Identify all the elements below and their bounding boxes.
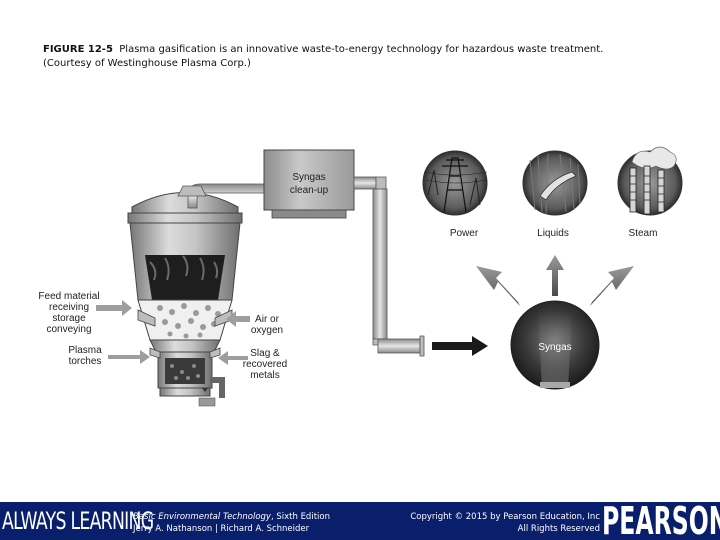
plasma-gasification-diagram: Syngas clean-up Syngas Power Liquids [38,146,683,407]
figure-number: FIGURE 12-5 [43,44,113,55]
book-title: Basic Environmental Technology [133,512,271,522]
slag-label-3: metals [250,370,279,381]
slag-label-1: Slag & [250,348,280,359]
feed-label-3: storage [52,313,86,324]
torches-label-1: Plasma [68,345,102,356]
liquids-label: Liquids [537,228,569,239]
feed-arrow [96,300,132,316]
power-arrow [476,266,520,306]
syngas-cleanup-label-1: Syngas [292,172,325,183]
steam-image: Steam [617,146,683,239]
air-arrow [226,311,250,327]
book-edition: , Sixth Edition [270,512,330,522]
steam-arrow [590,266,634,306]
label-arrows [96,300,250,365]
caption-credit: (Courtesy of Westinghouse Plasma Corp.) [43,58,251,69]
pipe-to-cleanup [177,183,267,209]
syngas-output-pipe [353,176,425,357]
caption-line-1: FIGURE 12-5 Plasma gasification is an in… [43,43,693,57]
power-image: Power [422,150,488,239]
gasifier-vessel [127,192,243,407]
syngas-label: Syngas [538,342,571,353]
caption-text: Plasma gasification is an innovative was… [119,44,604,55]
plasma-torches-label: Plasma torches [68,345,102,367]
liquids-image: Liquids [522,150,588,239]
footer-bar: ALWAYS LEARNING Basic Environmental Tech… [0,502,720,540]
always-learning-brand: ALWAYS LEARNING [2,507,154,535]
copyright-info: Copyright © 2015 by Pearson Education, I… [388,511,600,535]
book-authors: Jerry A. Nathanson | Richard A. Schneide… [133,524,310,534]
slag-metals-label: Slag & recovered metals [243,348,287,381]
slag-label-2: recovered [243,359,287,370]
pearson-logo: PEARSON [600,502,720,540]
book-title-line: Basic Environmental Technology, Sixth Ed… [133,511,330,523]
feed-label-1: Feed material [38,291,99,302]
rights-line: All Rights Reserved [517,524,600,534]
syngas-cleanup-label-2: clean-up [290,185,329,196]
to-syngas-arrow [432,336,488,356]
power-label: Power [450,228,479,239]
pearson-logo-text: PEARSON [602,502,720,540]
syngas-cleanup-unit: Syngas clean-up [263,149,355,219]
slag-arrow [218,351,248,365]
copyright-line: Copyright © 2015 by Pearson Education, I… [410,512,600,522]
air-oxygen-label: Air or oxygen [251,314,283,336]
figure-caption: FIGURE 12-5 Plasma gasification is an in… [43,43,693,71]
air-label-1: Air or [255,314,280,325]
feed-label-2: receiving [49,302,89,313]
syngas-circle: Syngas [510,300,600,390]
book-info: Basic Environmental Technology, Sixth Ed… [133,511,330,535]
output-arrows [476,255,634,306]
torch-arrow [108,350,150,364]
feed-material-label: Feed material receiving storage conveyin… [38,291,99,335]
liquids-arrow [546,255,564,296]
air-label-2: oxygen [251,325,283,336]
torches-label-2: torches [69,356,102,367]
feed-label-4: conveying [46,324,91,335]
steam-label: Steam [629,228,658,239]
